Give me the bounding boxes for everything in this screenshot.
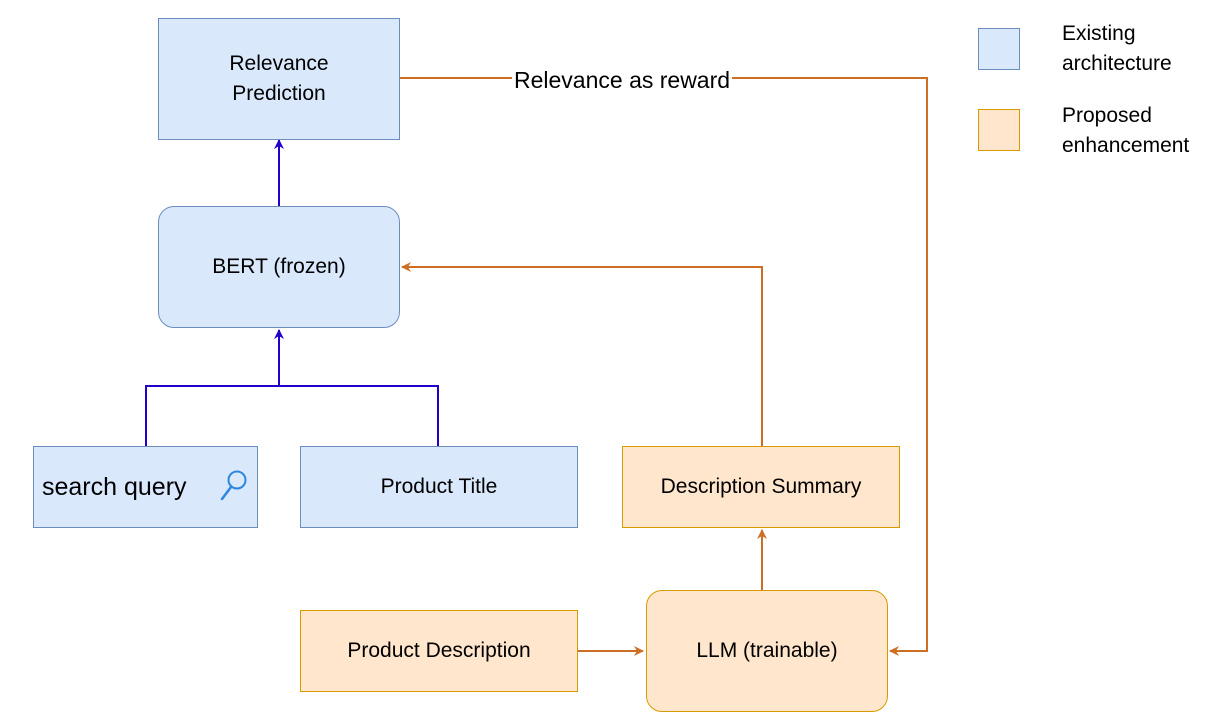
relevance-prediction-line-1: Relevance <box>229 52 329 75</box>
legend-existing-line-2: architecture <box>1062 52 1172 75</box>
llm-trainable-node: LLM (trainable) <box>646 590 888 712</box>
description-summary-label: Description Summary <box>660 475 862 498</box>
relevance-prediction-node: Relevance Prediction <box>158 18 400 140</box>
legend-proposed-line-2: enhancement <box>1062 134 1190 157</box>
relevance-prediction-label: Relevance Prediction <box>229 49 328 109</box>
product-title-label: Product Title <box>380 475 498 498</box>
search-query-node: search query <box>33 446 258 528</box>
legend-proposed-line-1: Proposed <box>1062 104 1152 127</box>
search-query-label: search query <box>42 473 187 501</box>
connector-product-title-to-bert <box>279 385 439 446</box>
bert-frozen-label: BERT (frozen) <box>212 255 346 278</box>
search-icon <box>219 467 249 503</box>
legend-existing-line-1: Existing <box>1062 22 1136 45</box>
description-summary-node: Description Summary <box>622 446 900 528</box>
llm-trainable-label: LLM (trainable) <box>696 639 838 662</box>
legend-proposed-swatch <box>978 109 1020 151</box>
legend-proposed-label: Proposed enhancement <box>1062 101 1189 161</box>
product-description-node: Product Description <box>300 610 578 692</box>
relevance-prediction-line-2: Prediction <box>232 82 326 105</box>
arrow-relevance-reward-to-llm <box>400 77 928 656</box>
arrow-summary-to-bert <box>401 262 763 446</box>
legend-existing-swatch <box>978 28 1020 70</box>
product-description-label: Product Description <box>347 639 531 662</box>
product-title-node: Product Title <box>300 446 578 528</box>
arrow-search-query-to-bert <box>145 329 284 446</box>
legend-existing-label: Existing architecture <box>1062 19 1172 79</box>
bert-frozen-node: BERT (frozen) <box>158 206 400 328</box>
relevance-as-reward-label: Relevance as reward <box>512 64 733 96</box>
